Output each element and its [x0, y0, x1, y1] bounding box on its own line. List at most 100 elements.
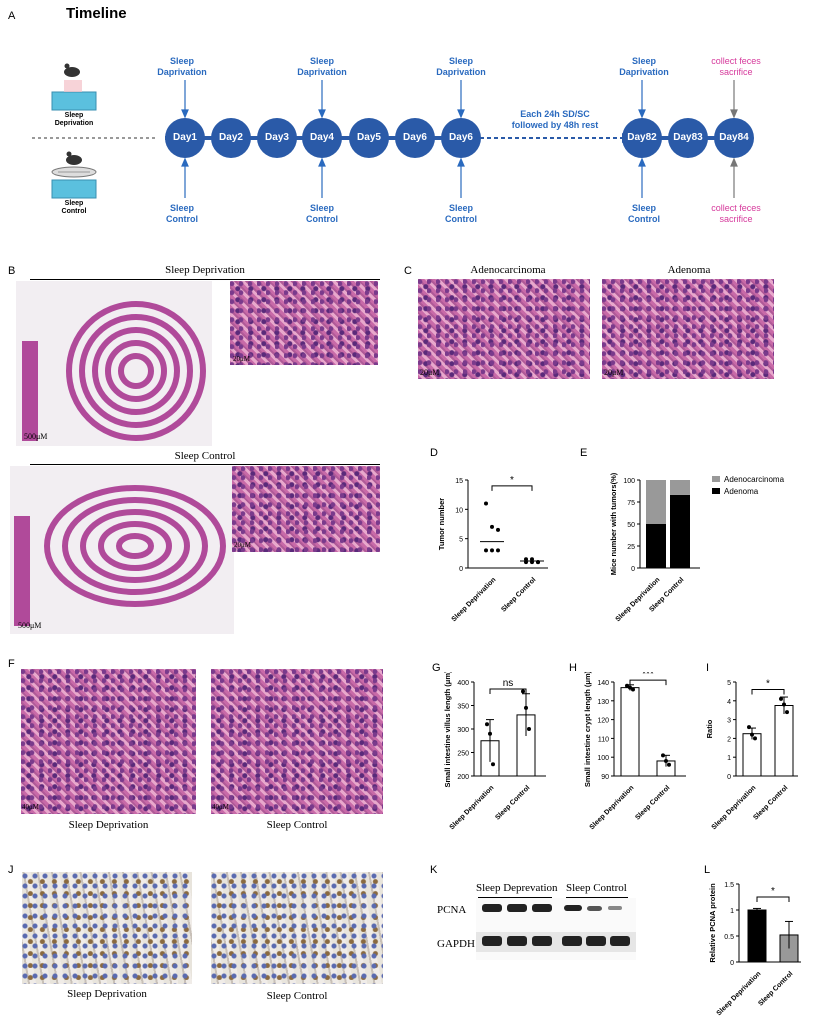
y-tick-label: 250 [457, 751, 469, 758]
wb-group-sd-line [478, 897, 552, 898]
y-tick-label: 200 [457, 774, 469, 781]
ihc-sd-caption: Sleep Deprivation [67, 988, 147, 1000]
stacked-bar-segment [670, 480, 690, 495]
pcna-ihc-sc-image [211, 872, 383, 984]
panel-b-letter: B [8, 265, 16, 277]
legend-swatch [712, 488, 720, 494]
mouse-sd-icon [51, 63, 97, 111]
wb-pcna-label: PCNA [437, 904, 467, 916]
y-tick-label: 120 [597, 718, 609, 725]
y-tick-label: 3 [727, 718, 731, 725]
day-circle: Day4 [302, 118, 342, 158]
data-point [625, 683, 629, 688]
adenoma-scale-label: 20μM [604, 368, 624, 377]
adenocarcinoma-image [418, 279, 590, 379]
wb-group-sc: Sleep Control [566, 882, 627, 894]
y-axis-label: Mice number with tumors(%) [609, 472, 618, 575]
significance-label: * [771, 886, 775, 897]
arrow-head [181, 157, 189, 167]
mouse-sd-label: Sleep Deprivation [50, 112, 98, 128]
y-tick-label: 5 [459, 537, 463, 544]
y-tick-label: 75 [627, 500, 635, 507]
data-point [485, 722, 489, 727]
panel-k-letter: K [430, 864, 438, 876]
y-tick-label: 100 [623, 478, 635, 485]
y-tick-label: 100 [597, 755, 609, 762]
significance-label: *** [642, 672, 654, 680]
panel-b-sc-title: Sleep Control [174, 450, 236, 462]
x-category-label: Sleep Deprivation [449, 784, 496, 831]
significance-bracket [629, 679, 667, 686]
sd-scale-label: 500μM [24, 432, 48, 441]
y-tick-label: 0 [730, 960, 734, 967]
mouse-sc-icon [51, 151, 97, 199]
y-tick-label: 140 [597, 680, 609, 687]
panel-g-letter: G [432, 662, 441, 674]
day-circle: Day6 [441, 118, 481, 158]
data-point [747, 725, 751, 730]
villi-sc-image [211, 669, 383, 814]
y-tick-label: 0 [631, 566, 635, 573]
bar [747, 909, 767, 963]
sd-inset-image [230, 281, 378, 365]
panel-h-letter: H [569, 662, 577, 674]
data-point [527, 727, 531, 731]
rest-note: Each 24h SD/SC followed by 48h rest [511, 109, 599, 130]
sc-inset-image [232, 466, 380, 552]
day-circle: Day83 [668, 118, 708, 158]
stacked-bar-segment [646, 524, 666, 568]
panel-j-letter: J [8, 864, 14, 876]
sd-label-day82: Sleep Daprivation [619, 56, 669, 77]
panel-b-sd-title-line [30, 279, 380, 280]
panel-b-sd-title: Sleep Deprivation [165, 264, 245, 276]
y-tick-label: 1 [730, 908, 734, 915]
arrow-head [181, 109, 189, 119]
x-category-label: Sleep Control [757, 970, 794, 1007]
sc-scale-label: 500μM [18, 621, 42, 630]
mouse-sc-label: Sleep Control [50, 200, 98, 216]
y-tick-label: 1.5 [724, 882, 734, 889]
panel-c-letter: C [404, 265, 412, 277]
panel-b-sc-title-line [30, 464, 380, 465]
data-point [753, 736, 757, 741]
y-tick-label: 5 [727, 680, 731, 687]
data-point [490, 524, 494, 529]
bar [620, 687, 640, 777]
y-axis-label: Tumor number [437, 498, 446, 550]
significance-label: * [766, 679, 770, 690]
day-circle: Day82 [622, 118, 662, 158]
y-tick-label: 0.5 [724, 934, 734, 941]
day-circle: Day6 [395, 118, 435, 158]
ihc-sc-caption: Sleep Control [266, 990, 328, 1002]
y-tick-label: 50 [627, 522, 635, 529]
panel-d-letter: D [430, 447, 438, 459]
data-point [661, 753, 665, 758]
x-category-label: Sleep Deprivation [716, 970, 763, 1017]
sd-label-day1: Sleep Daprivation [157, 56, 207, 77]
arrow-head [457, 109, 465, 119]
panel-e-letter: E [580, 447, 588, 459]
data-point [628, 685, 632, 690]
data-point [484, 501, 488, 506]
data-point [664, 758, 668, 763]
data-point [490, 548, 494, 553]
wb-gapdh-label: GAPDH [437, 938, 475, 950]
legend-label: Adenoma [724, 487, 759, 496]
y-axis-label: Small intestine villus length (μm) [443, 672, 452, 788]
western-blot [476, 898, 636, 960]
y-tick-label: 350 [457, 704, 469, 711]
sc-inset-scale-label: 20μM [234, 541, 251, 549]
adenoma-image [602, 279, 774, 379]
y-tick-label: 0 [459, 566, 463, 573]
mouse-sc-label-line1: Sleep [64, 200, 84, 207]
significance-bracket [491, 485, 533, 491]
data-point [779, 696, 783, 701]
villi-sd-image [21, 669, 196, 814]
day-circle: Day1 [165, 118, 205, 158]
sd-label-day4: Sleep Daprivation [297, 56, 347, 77]
y-tick-label: 130 [597, 699, 609, 706]
data-point [488, 731, 492, 736]
sd-label-day6: Sleep Daprivation [436, 56, 486, 77]
